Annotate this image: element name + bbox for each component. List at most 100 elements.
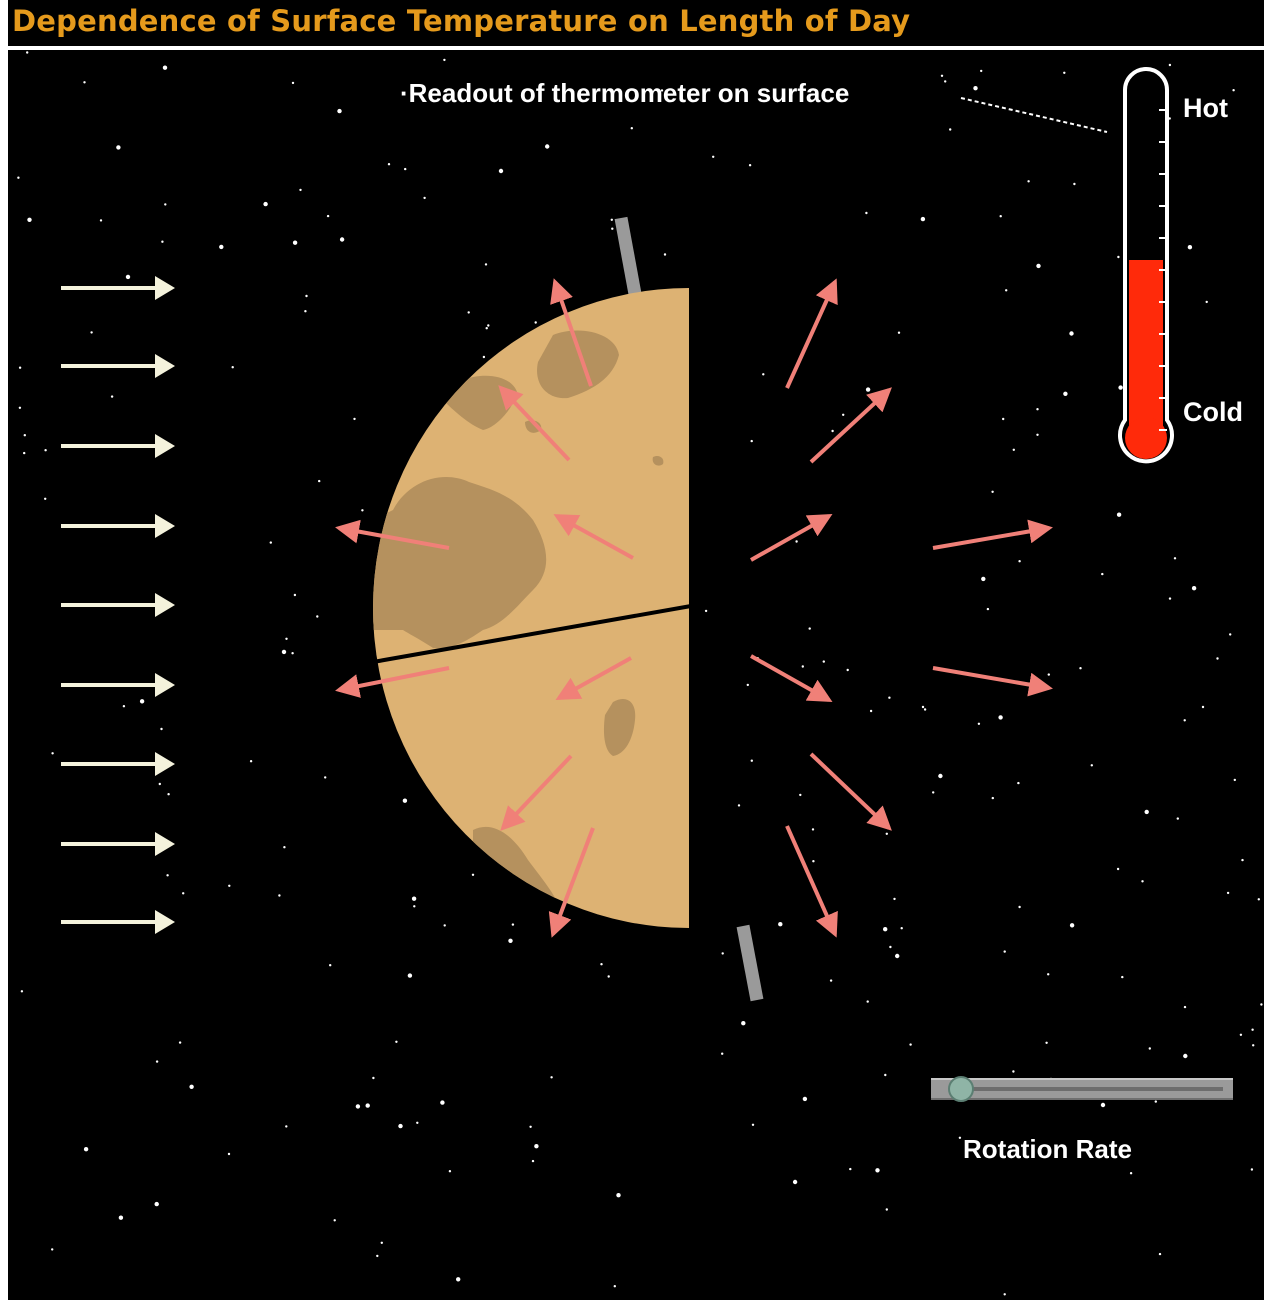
star — [932, 791, 935, 794]
star — [869, 709, 873, 713]
star — [249, 760, 253, 763]
star — [189, 1084, 194, 1090]
star — [991, 796, 994, 800]
star — [467, 311, 470, 314]
star — [1036, 263, 1041, 269]
emission-arrow — [335, 666, 450, 698]
star — [1117, 255, 1120, 259]
emission-arrow — [785, 278, 838, 389]
star — [17, 176, 20, 179]
star — [611, 227, 614, 230]
star — [498, 168, 504, 174]
star — [44, 497, 47, 500]
window-title: Dependence of Surface Temperature on Len… — [12, 4, 911, 38]
star — [923, 708, 927, 711]
star — [741, 1021, 746, 1026]
star — [938, 773, 943, 779]
emission-arrow — [932, 519, 1053, 550]
star — [1251, 1028, 1254, 1031]
star — [600, 963, 603, 966]
star — [812, 860, 815, 863]
star — [811, 828, 815, 831]
star — [404, 167, 407, 171]
star — [110, 395, 114, 398]
star — [1027, 180, 1030, 183]
star — [534, 1144, 539, 1149]
star — [660, 89, 664, 92]
star — [1129, 1172, 1133, 1175]
star — [831, 429, 834, 433]
emission-arrow — [785, 825, 838, 938]
star — [746, 683, 749, 687]
star — [139, 699, 145, 704]
star — [801, 665, 804, 668]
star — [900, 927, 903, 930]
sunlight-arrows — [61, 276, 175, 934]
star — [610, 218, 613, 221]
star — [1205, 300, 1208, 304]
star — [980, 69, 983, 73]
star — [1239, 1033, 1243, 1036]
star — [333, 1219, 336, 1222]
star — [122, 705, 126, 708]
thermometer-bulb — [1125, 417, 1167, 459]
star — [799, 793, 802, 797]
slider-thumb[interactable] — [947, 1076, 974, 1102]
axis-top — [614, 216, 642, 296]
star — [849, 1167, 852, 1171]
star — [228, 884, 231, 887]
star — [178, 1041, 182, 1044]
star — [269, 541, 272, 544]
star — [865, 387, 871, 392]
star — [291, 652, 294, 655]
star — [1045, 1041, 1048, 1044]
emission-arrow — [932, 666, 1053, 697]
star — [721, 1052, 724, 1055]
star — [23, 434, 26, 437]
star — [304, 310, 307, 313]
star — [663, 253, 667, 256]
star — [944, 80, 947, 83]
star — [355, 1104, 361, 1109]
emission-arrow — [809, 387, 892, 464]
emission-arrow — [335, 519, 450, 550]
star — [1191, 586, 1197, 591]
star — [285, 637, 288, 640]
star — [1121, 975, 1124, 979]
star — [884, 1073, 887, 1077]
star — [1005, 289, 1008, 292]
star — [511, 923, 515, 926]
star — [1047, 673, 1051, 676]
star — [888, 696, 891, 699]
emission-arrow — [548, 827, 595, 938]
thermometer-mercury — [1129, 260, 1163, 442]
star — [398, 1123, 403, 1129]
star — [27, 217, 32, 222]
star — [875, 1168, 880, 1173]
star — [981, 576, 986, 582]
star — [1069, 923, 1075, 928]
star — [883, 927, 888, 932]
star — [83, 81, 86, 84]
star — [1173, 557, 1177, 560]
star — [1012, 448, 1015, 451]
star — [1116, 867, 1120, 871]
star — [704, 609, 708, 613]
star — [1073, 182, 1076, 186]
star — [487, 324, 490, 327]
star — [885, 832, 888, 835]
star — [90, 331, 93, 334]
star — [750, 439, 753, 443]
star — [166, 874, 169, 877]
star — [1100, 1102, 1106, 1108]
emission-arrow — [809, 752, 892, 831]
star — [456, 1277, 461, 1282]
star — [20, 990, 24, 993]
rotation-rate-slider[interactable] — [931, 1076, 1233, 1102]
star — [865, 211, 868, 215]
star — [326, 214, 330, 218]
star — [808, 627, 811, 630]
star — [1201, 705, 1205, 709]
star — [1260, 1003, 1263, 1006]
star — [1036, 433, 1039, 436]
